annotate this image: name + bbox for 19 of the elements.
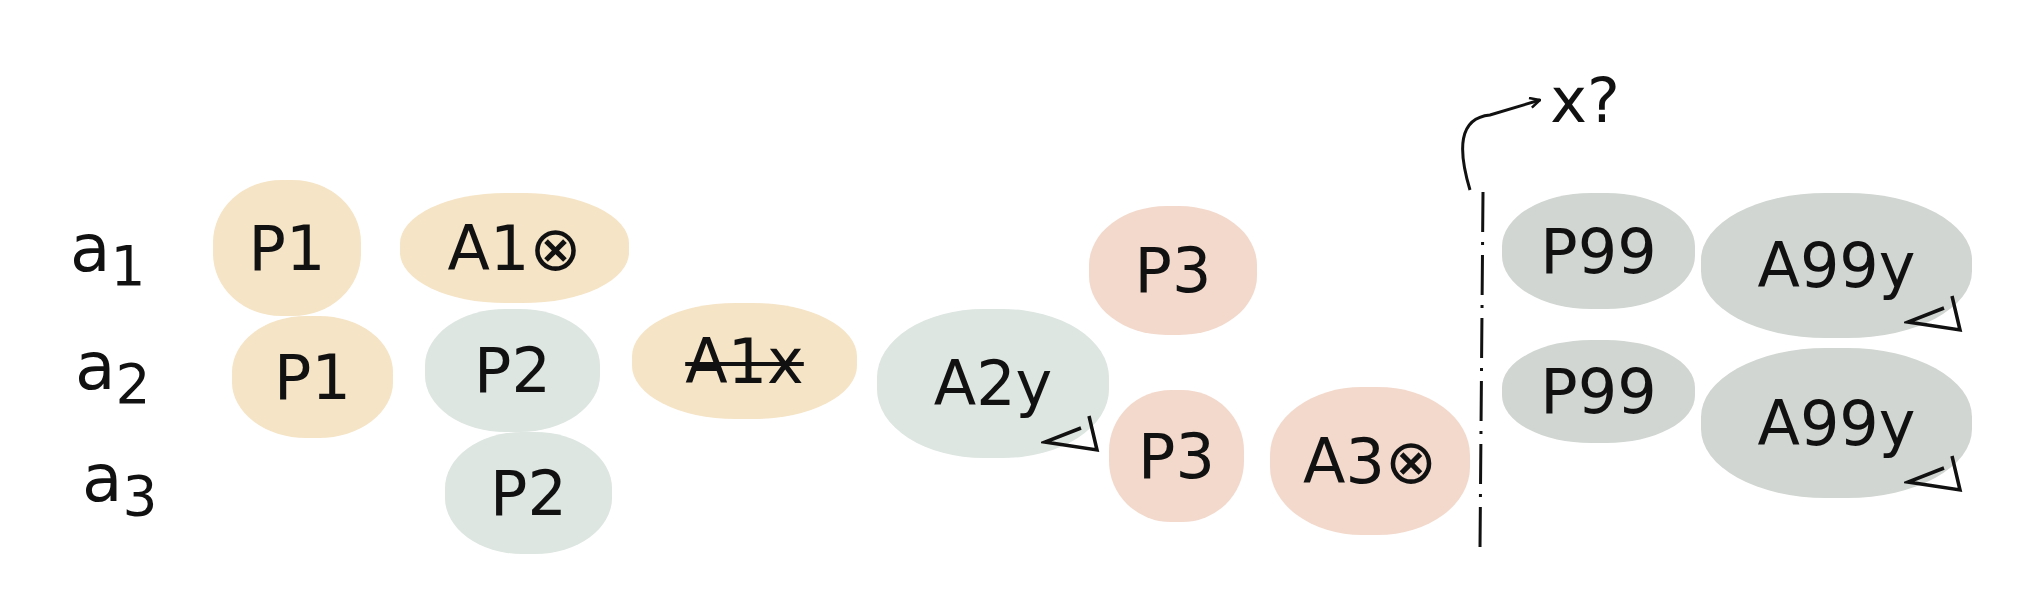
handwritten-label: A99y (1757, 229, 1916, 302)
question-label: x? (1550, 63, 1620, 137)
handwritten-label: P99 (1540, 214, 1657, 288)
handwritten-label: P99 (1540, 355, 1657, 428)
handwritten-label: P2 (474, 334, 551, 407)
handwritten-label: A2y (933, 347, 1053, 420)
curved-arrow (1461, 96, 1542, 191)
handwritten-label: P3 (1134, 234, 1212, 307)
row-label: a$_{3}$ (82, 440, 158, 529)
row-label: a$_{2}$ (75, 328, 151, 417)
handwritten-label: P2 (490, 456, 567, 530)
handwritten-label: P1 (274, 340, 351, 414)
row-label: a$_{1}$ (70, 210, 146, 299)
handwritten-label: A99y (1757, 386, 1916, 460)
handwritten-label: A1x (685, 324, 804, 398)
handwritten-label: P3 (1138, 419, 1215, 493)
handwritten-label: A3⊗ (1303, 424, 1437, 498)
handwritten-label: A1⊗ (447, 211, 582, 285)
handwritten-label: P1 (248, 211, 326, 285)
